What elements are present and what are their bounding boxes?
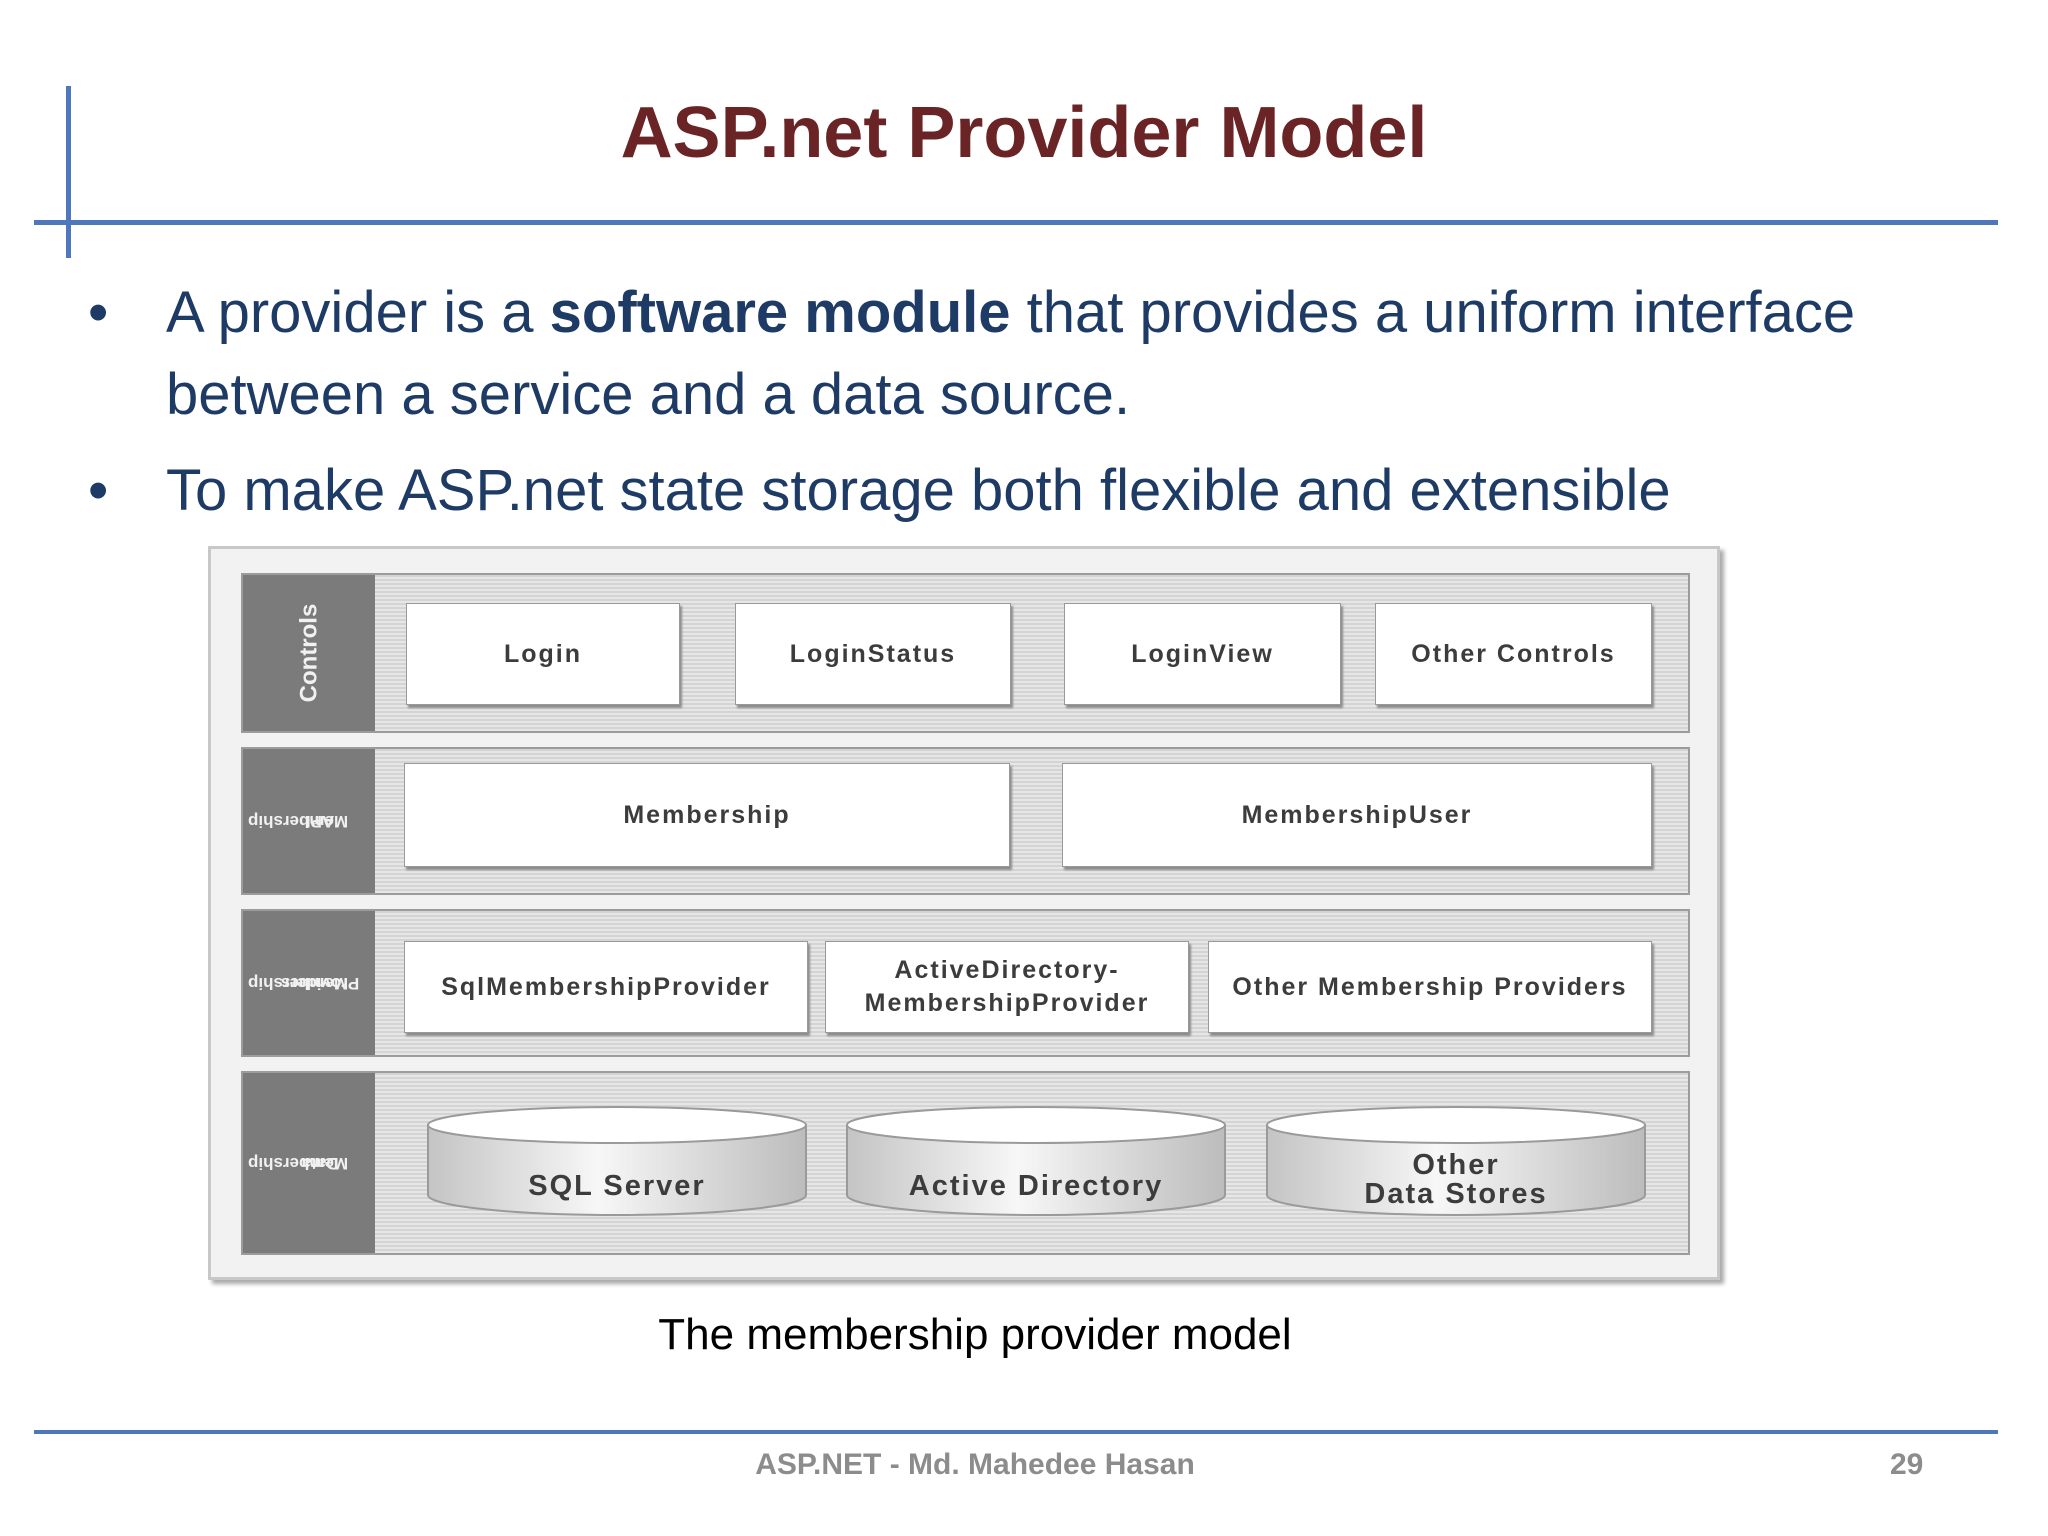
provider-active-directory-line-2: MembershipProvider	[864, 989, 1150, 1017]
datastore-label: SQL Server	[528, 1170, 706, 1202]
datastore-label: Other Data Stores	[1264, 1151, 1648, 1209]
membership-provider-diagram: Controls Login LoginStatus LoginView Oth…	[208, 546, 1720, 1280]
datastore-label-line-1: Other	[1412, 1149, 1500, 1181]
provider-active-directory-line-1: ActiveDirectory-	[894, 956, 1120, 984]
provider-sql: SqlMembershipProvider	[404, 941, 808, 1033]
provider-active-directory: ActiveDirectory- MembershipProvider	[825, 941, 1189, 1033]
title-accent-vertical-line	[66, 86, 71, 258]
footer-rule	[34, 1430, 1998, 1434]
slide-title: ASP.net Provider Model	[620, 93, 1428, 173]
api-membership: Membership	[404, 763, 1010, 867]
layer-controls: Controls Login LoginStatus LoginView Oth…	[241, 573, 1690, 733]
datastore-label: Active Directory	[908, 1170, 1164, 1202]
cylinder-icon	[1266, 1106, 1646, 1216]
layer-label-text: Controls	[294, 603, 322, 703]
bullet-item-2: • To make ASP.net state storage both fle…	[88, 450, 1988, 532]
bullet-1-bold: software module	[549, 280, 1011, 345]
bullet-list: • A provider is a software module that p…	[88, 272, 1988, 546]
cylinder-icon	[846, 1106, 1226, 1216]
layer-label-line-2: Data	[301, 1154, 339, 1173]
control-loginview: LoginView	[1064, 603, 1341, 705]
control-other-controls: Other Controls	[1375, 603, 1652, 705]
cylinder-icon	[427, 1106, 807, 1216]
page-number: 29	[1890, 1448, 1924, 1481]
title-underline	[34, 220, 1998, 225]
bullet-item-1: • A provider is a software module that p…	[88, 272, 1988, 436]
datastore-other: Other Data Stores	[1264, 1103, 1648, 1219]
bullet-1-suffix: that provides a uniform interface betwee…	[166, 280, 1856, 427]
layer-label-controls: Controls	[243, 575, 375, 731]
diagram-caption: The membership provider model	[658, 1310, 1292, 1359]
datastore-sql-server: SQL Server	[425, 1103, 809, 1219]
layer-label-line-2: API	[305, 812, 335, 831]
api-membershipuser: MembershipUser	[1062, 763, 1652, 867]
datastore-active-directory: Active Directory	[844, 1103, 1228, 1219]
control-login: Login	[406, 603, 680, 705]
bullet-icon: •	[88, 280, 109, 345]
layer-label-line-2: Providers	[280, 974, 360, 993]
provider-other: Other Membership Providers	[1208, 941, 1652, 1033]
bullet-2-text: To make ASP.net state storage both flexi…	[166, 458, 1671, 523]
control-loginstatus: LoginStatus	[735, 603, 1011, 705]
bullet-1-prefix: A provider is a	[166, 280, 550, 345]
footer-text: ASP.NET - Md. Mahedee Hasan	[755, 1448, 1195, 1481]
datastore-label-line-2: Data Stores	[1364, 1178, 1548, 1210]
bullet-icon: •	[88, 458, 109, 523]
